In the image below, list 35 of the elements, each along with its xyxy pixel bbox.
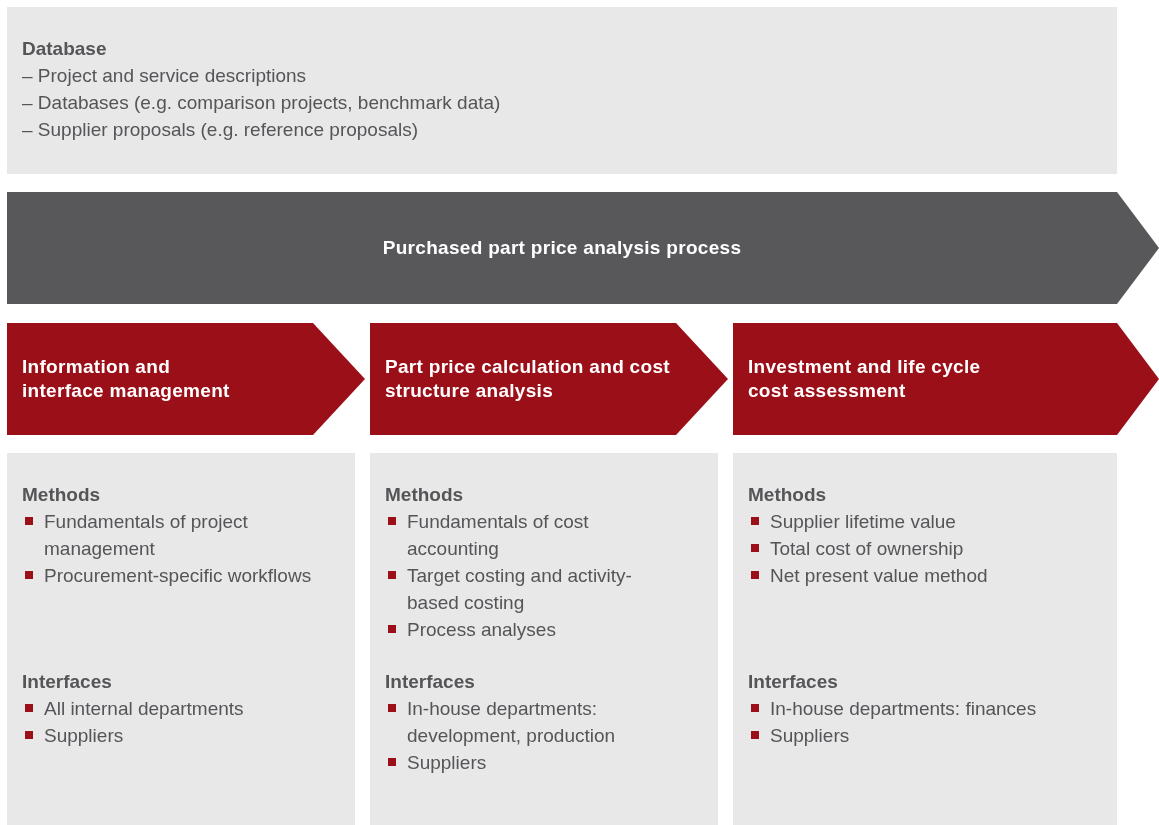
info-panel [370,453,718,825]
section-heading: Interfaces [385,670,476,694]
step-title: Investment and life cycle cost assessment [748,355,982,403]
list-item: Total cost of ownership [770,537,965,561]
list-item: Net present value method [770,564,989,588]
list-item: Fundamentals of project management [44,510,249,561]
section-heading: Methods [748,483,828,507]
section-heading: Methods [22,483,102,507]
list-item: Procurement-specific workflows [44,564,313,588]
process-step-banner [733,323,1159,435]
step-title: Information and interface management [22,355,231,403]
process-step-banner [7,323,365,435]
list-item: Suppliers [407,751,488,775]
process-step-banner [7,192,1159,304]
step-title: Part price calculation and cost structure analysis [385,355,671,403]
list-item: – Databases (e.g. comparison projects, benchmark data) [22,91,501,115]
list-item: Target costing and activity-based costing [407,564,633,615]
section-heading: Methods [385,483,465,507]
step-title: Purchased part price analysis process [381,236,743,260]
list-item: Supplier lifetime value [770,510,957,534]
list-item: Suppliers [770,724,851,748]
info-panel [7,453,355,825]
list-item: In-house departments: development, production [407,697,617,748]
process-step-banner [370,323,728,435]
list-item: In-house departments: finances [770,697,1038,721]
list-item: Suppliers [44,724,125,748]
section-heading: Interfaces [748,670,839,694]
info-panel [733,453,1117,825]
list-item: All internal departments [44,697,245,721]
list-item: – Project and service descriptions [22,64,308,88]
list-item: Fundamentals of cost accounting [407,510,590,561]
list-item: – Supplier proposals (e.g. reference proposals) [22,118,420,142]
list-item: Process analyses [407,618,557,642]
section-heading: Database [22,37,108,61]
section-heading: Interfaces [22,670,113,694]
